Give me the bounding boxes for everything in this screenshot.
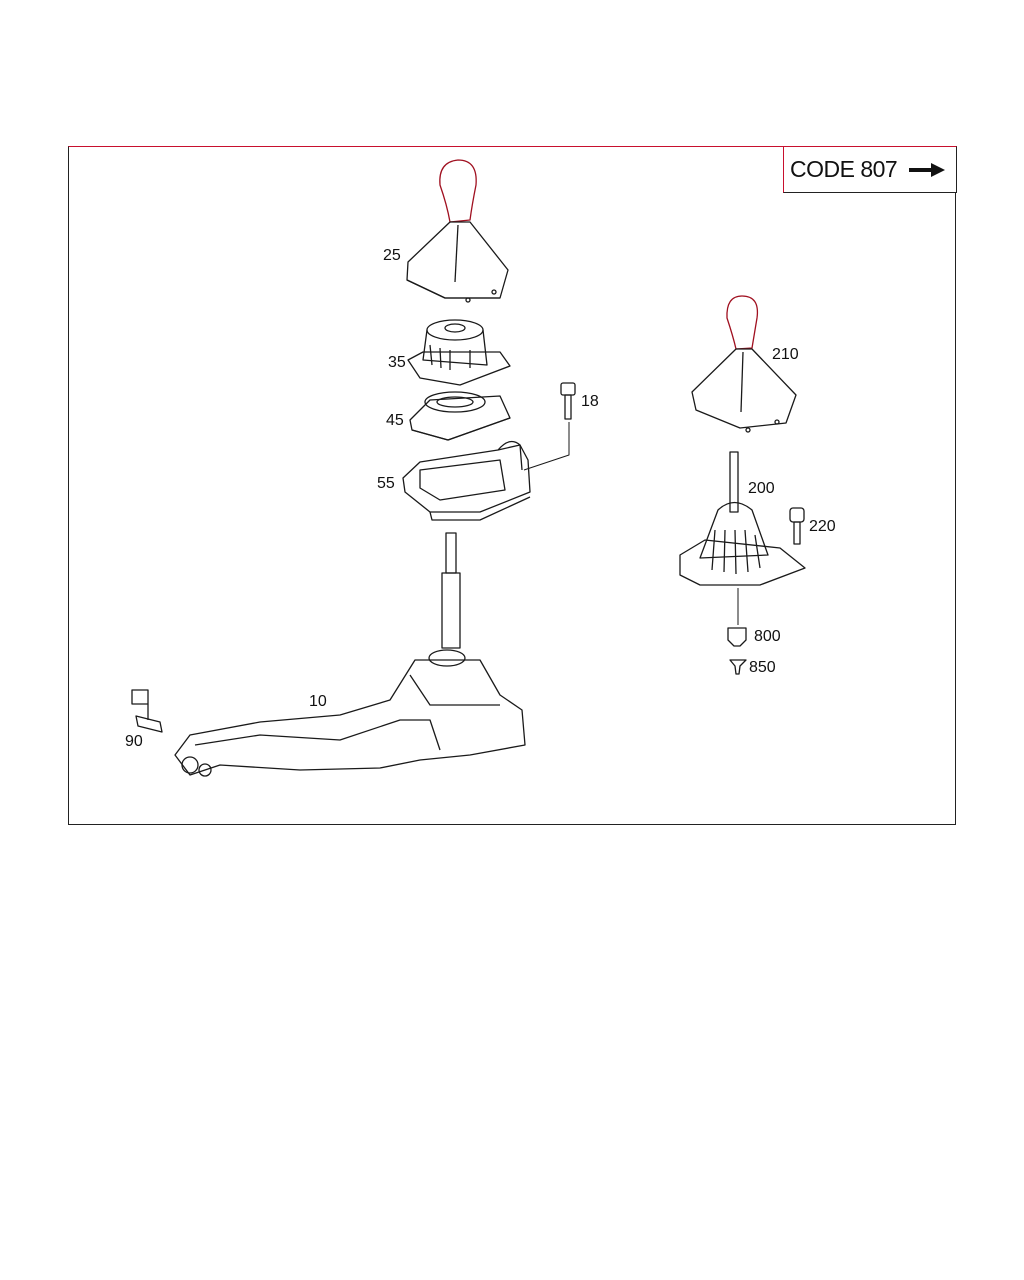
part-45-seal-plate[interactable] bbox=[409, 391, 511, 441]
part-220-bolt[interactable] bbox=[789, 507, 805, 545]
callout-35[interactable]: 35 bbox=[388, 354, 406, 371]
code-807-badge[interactable]: CODE 807 bbox=[783, 146, 957, 193]
callout-55[interactable]: 55 bbox=[377, 475, 395, 492]
callout-25[interactable]: 25 bbox=[383, 247, 401, 264]
callout-90[interactable]: 90 bbox=[125, 733, 143, 750]
diagram-frame bbox=[68, 146, 956, 825]
callout-210[interactable]: 210 bbox=[772, 346, 799, 363]
callout-45[interactable]: 45 bbox=[386, 412, 404, 429]
code-label: CODE 807 bbox=[790, 156, 898, 182]
callout-10[interactable]: 10 bbox=[309, 693, 327, 710]
part-10-shift-lever[interactable] bbox=[174, 532, 526, 777]
part-18-bolt[interactable] bbox=[523, 382, 576, 471]
callout-200[interactable]: 200 bbox=[748, 480, 775, 497]
part-35-upper-housing[interactable] bbox=[407, 319, 511, 386]
part-25-shift-knob[interactable] bbox=[406, 159, 509, 303]
callout-850[interactable]: 850 bbox=[749, 659, 776, 676]
callout-800[interactable]: 800 bbox=[754, 628, 781, 645]
part-800-bushing[interactable] bbox=[727, 627, 747, 647]
callout-220[interactable]: 220 bbox=[809, 518, 836, 535]
right-arrow-icon bbox=[909, 162, 946, 177]
part-90-pin[interactable] bbox=[131, 689, 163, 733]
part-850-pin[interactable] bbox=[729, 659, 747, 675]
part-200-lever-assembly[interactable] bbox=[679, 451, 806, 625]
part-55-console-housing[interactable] bbox=[402, 440, 531, 521]
part-210-shift-knob[interactable] bbox=[691, 295, 797, 433]
callout-18[interactable]: 18 bbox=[581, 393, 599, 410]
